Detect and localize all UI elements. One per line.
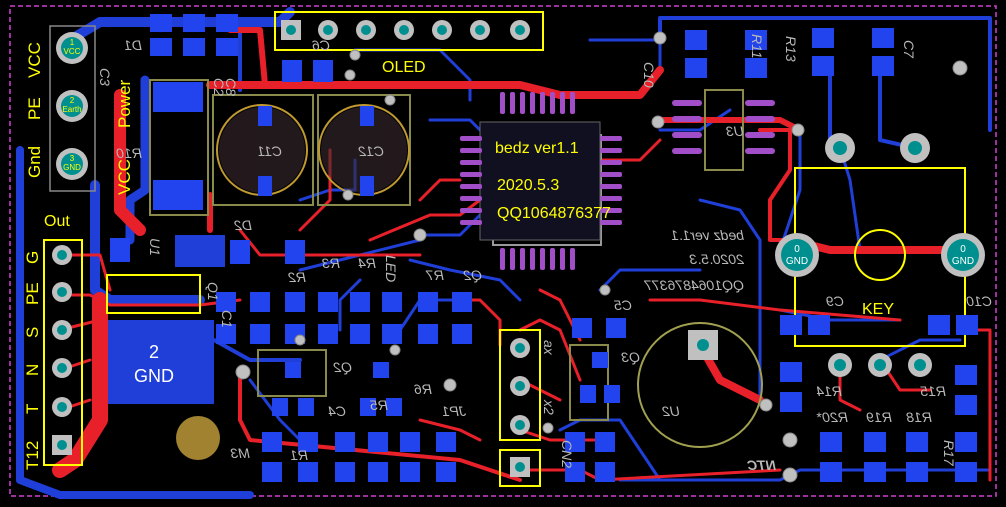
pad2-name: Earth (62, 105, 81, 114)
silk-ntc: NTC (746, 457, 776, 473)
silk-c2: C2 (211, 78, 227, 96)
silk-r13: R13 (783, 36, 799, 62)
silk-r18: R18 (906, 409, 932, 425)
silk-m3: M3 (230, 445, 250, 461)
key-right-num: 0 (960, 244, 966, 255)
silk-r11: R11 (749, 34, 765, 59)
silk-c6: C6 (312, 37, 330, 53)
silk-c7: C7 (901, 40, 917, 59)
input-connector (56, 32, 88, 180)
m3-mounting-hole (176, 416, 220, 460)
gnd-block-num: 2 (149, 342, 159, 362)
silk-a2: ax (541, 340, 557, 356)
silk-x2: x2 (541, 399, 557, 415)
vias (235, 31, 968, 483)
silk-r4: R4 (358, 255, 376, 271)
label-t: T (23, 404, 42, 414)
label-s: S (23, 327, 42, 338)
mcu-u1 (460, 92, 622, 270)
silk-c1: C1 (219, 310, 235, 328)
label-key: KEY (862, 301, 894, 318)
silk-c12: C12 (358, 143, 384, 159)
silk-q2: Q2 (333, 359, 352, 375)
label-version: bedz ver1.1 (495, 140, 579, 157)
cn-header-outline (499, 449, 541, 487)
out-connector-outline (43, 239, 83, 466)
label-date: 2020.5.3 (497, 177, 559, 194)
gnd-pour-block (98, 320, 214, 404)
silk-cn2: CN2 (559, 440, 575, 468)
silk-led: LED (383, 255, 399, 282)
label-out: Out (44, 213, 70, 230)
silk-c3: C3 (97, 68, 113, 86)
silk-q3: Q3 (621, 349, 640, 365)
silk-r19: R19 (866, 409, 892, 425)
silk-r17: R17 (941, 440, 957, 467)
label-power-vcc: VCC (115, 159, 134, 195)
smd-pads (110, 14, 978, 482)
u2-outline (637, 322, 763, 448)
through-hole-pads (52, 20, 932, 477)
silk-c10: C10 (966, 293, 992, 309)
label-qq: QQ1064876377 (497, 205, 611, 222)
silk-u3: U3 (726, 123, 744, 139)
q1-outline (106, 274, 201, 314)
label-oled: OLED (382, 59, 426, 76)
silk-r14: R14 (816, 383, 842, 399)
key-circle (854, 229, 906, 281)
pad2-num: 2 (70, 96, 75, 105)
key-right-name: GND (952, 256, 974, 267)
silk-q2r: Q2 (463, 267, 482, 283)
ic-u3 (672, 100, 775, 154)
silk-c11: C11 (257, 143, 282, 159)
silk-u1: U1 (147, 238, 163, 256)
label-pe: PE (25, 97, 44, 120)
key-pads (775, 233, 985, 277)
silk-jp1: JP1 (442, 403, 467, 419)
silk-c10l: C10 (641, 62, 657, 88)
silk-c4: C4 (328, 403, 346, 419)
silk-d2: D2 (234, 217, 252, 233)
silk-q1: Q1 (205, 282, 221, 301)
label-pe2: PE (23, 282, 42, 305)
silk-bver: bedz ver1.1 (671, 227, 744, 243)
label-power: Power (115, 79, 134, 128)
silk-c9: C9 (826, 293, 844, 309)
pad3-name: GND (63, 163, 81, 172)
key-left-name: GND (786, 256, 808, 267)
silk-r3: R3 (322, 255, 340, 271)
jp-header-outline (499, 329, 541, 441)
silk-r20: R20* (816, 409, 848, 425)
silk-r10: R10 (116, 145, 142, 161)
gnd-block-name: GND (134, 366, 174, 386)
label-vcc: VCC (25, 42, 44, 78)
oled-header-outline (274, 11, 544, 51)
board-outline (9, 5, 997, 497)
silk-r1: R1 (290, 447, 308, 463)
pad1-name: VCC (64, 47, 81, 56)
silk-r6: R6 (414, 381, 432, 397)
label-n: N (23, 364, 42, 376)
key-left-num: 0 (794, 244, 800, 255)
silk-bqq: QQ1064876377 (643, 277, 744, 293)
pad3-num: 3 (70, 154, 75, 163)
silk-r2: R2 (288, 269, 306, 285)
silk-u2: U2 (662, 403, 680, 419)
label-t12: T12 (23, 441, 42, 470)
label-gnd: Gnd (25, 146, 44, 178)
silk-d1: D1 (124, 37, 142, 53)
label-g: G (23, 251, 42, 264)
silk-r15: R15 (920, 383, 946, 399)
silk-r5: R5 (370, 397, 388, 413)
silk-r7: R7 (425, 267, 444, 283)
silk-c8: C8 (223, 78, 239, 96)
input-connector-outline (49, 25, 96, 192)
silk-bdate: 2020.5.3 (689, 251, 745, 267)
silk-c5: C5 (614, 297, 632, 313)
pad1-num: 1 (70, 38, 75, 47)
